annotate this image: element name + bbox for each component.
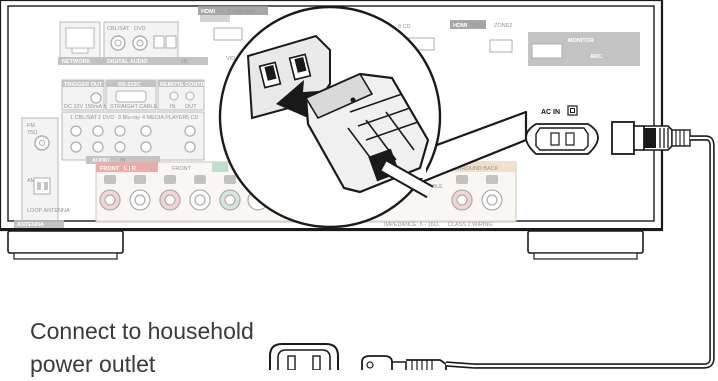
antenna-label: ANTENNA xyxy=(17,222,44,228)
caption-line-2: power outlet xyxy=(30,351,156,377)
zone2-label: ZONE2 xyxy=(494,23,512,29)
front-label: FRONT xyxy=(100,166,120,172)
surround-back-label: SURROUND BACK xyxy=(450,166,499,172)
remote-in-label: IN xyxy=(170,104,176,110)
arc-label: ARC xyxy=(590,54,602,60)
audio-input-cbl: 1 CBL/SAT xyxy=(70,115,98,121)
side-power-plug xyxy=(611,121,691,155)
receiver-feet xyxy=(7,230,644,260)
fm-label: FM xyxy=(27,123,35,129)
remote-control-label: REMOTE CONTROL xyxy=(160,82,213,88)
ac-in-socket: AC IN xyxy=(525,105,599,155)
caption-line-1: Connect to household xyxy=(30,318,254,344)
class2-note: CLASS 2 WIRING xyxy=(448,222,493,228)
audio-in-tag: IN xyxy=(120,158,126,164)
ac-in-label: AC IN xyxy=(541,109,560,116)
hdmi-in-cbl: 1 CBL/SAT xyxy=(228,9,256,15)
audio-input-cd: 5 CD xyxy=(186,115,199,121)
digital-audio-label: DIGITAL AUDIO xyxy=(107,59,148,65)
front-secondary-label: FRONT xyxy=(172,166,192,172)
fm-impedance: 75Ω xyxy=(27,130,37,136)
audio-input-media: 4 MEDIA PLAYER xyxy=(142,115,187,121)
digital-in-label: IN xyxy=(182,59,188,65)
am-label: AM xyxy=(27,178,36,184)
rs232c-label: RS-232C xyxy=(118,82,141,88)
audio-input-bluray: 3 Blu-ray xyxy=(118,115,140,121)
dvd-label: DVD xyxy=(134,26,146,32)
loop-antenna-label: LOOP ANTENNA xyxy=(27,208,70,214)
wall-outlet xyxy=(269,343,339,370)
audio-in-label: AUDIO xyxy=(92,158,110,164)
connection-caption: Connect to household power outlet xyxy=(30,315,330,381)
trigger-out-label: TRIGGER OUT xyxy=(64,82,103,88)
cbl-label: CBL/SAT xyxy=(107,26,130,32)
zoomed-power-plug xyxy=(304,72,434,199)
network-label: NETWORK xyxy=(62,59,90,65)
hdmi-label: HDMI xyxy=(201,9,216,15)
hdmi-out-tag: OUT xyxy=(472,23,484,29)
remote-out-label: OUT xyxy=(185,104,197,110)
hdmi-in-cd: 8 CD xyxy=(398,24,411,30)
hdmi-out-label: HDMI xyxy=(453,23,468,29)
monitor-label: MONITOR xyxy=(568,38,594,44)
speaker-terminals xyxy=(99,175,503,211)
ac-power-connection-diagram: NETWORK CBL/SAT DVD DIGITAL AUDIO IN HDM… xyxy=(0,0,715,370)
audio-input-jacks xyxy=(70,125,196,153)
wall-plug xyxy=(361,355,475,370)
front-lr-label: L | R xyxy=(124,166,136,172)
straight-cable-label: STRAIGHT CABLE xyxy=(110,104,158,110)
trigger-sub-label: DC 12V 150mA MAX xyxy=(64,104,116,110)
impedance-note: IMPEDANCE: 6 - 16Ω xyxy=(384,222,438,228)
audio-input-dvd: 2 DVD xyxy=(98,115,114,121)
video-label: VID xyxy=(226,56,235,62)
